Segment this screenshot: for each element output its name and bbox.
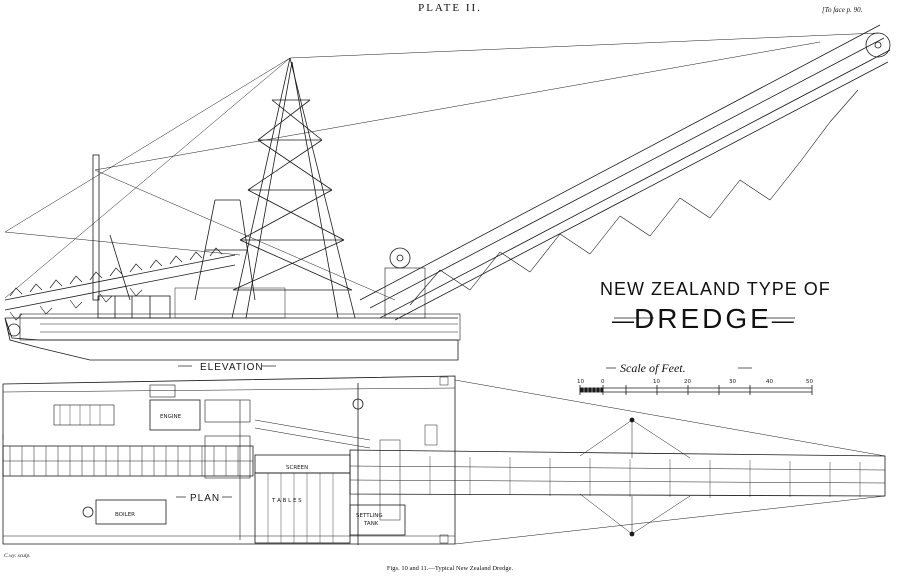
plan-tables-label: T A B L E S — [271, 498, 302, 504]
title-line-2: —DREDGE— — [612, 303, 794, 335]
plan-label: PLAN — [190, 493, 220, 504]
elevation-winch — [389, 247, 411, 269]
plan-boiler-label: BOILER — [115, 512, 135, 518]
plan-screen-label: SCREEN — [286, 465, 308, 471]
title-dash-left: — — [612, 308, 634, 333]
title-dredge: DREDGE — [634, 303, 772, 334]
scale-tick-10-left: 10 — [577, 379, 584, 385]
plan-rigging — [2, 379, 886, 545]
elevation-funnel — [92, 154, 100, 301]
elevation-label: ELEVATION — [200, 362, 264, 373]
scale-tick-50: 50 — [806, 379, 813, 385]
scale-tick-40: 40 — [766, 379, 773, 385]
elevation-label-group: ELEVATION — [178, 362, 276, 373]
title-line-1: NEW ZEALAND TYPE OF — [600, 279, 831, 299]
elevation-rigging — [4, 32, 879, 301]
elevation-bucket-ladder — [4, 247, 236, 321]
face-page-note: [To face p. 90. — [822, 6, 863, 14]
plate-label: PLATE II. — [418, 2, 482, 14]
elevation-stacker-boom — [359, 24, 891, 321]
scale-bar: 10 0 10 20 30 40 50 — [577, 379, 813, 395]
title-dash-right: — — [771, 308, 794, 333]
elevation-hull — [4, 317, 459, 361]
plan-view — [2, 375, 886, 545]
scale-tick-0: 0 — [601, 379, 605, 385]
plan-bucket-line — [2, 445, 254, 477]
scale-title: Scale of Feet. — [620, 361, 686, 375]
figure-caption: Figs. 10 and 11.—Typical New Zealand Dre… — [386, 565, 514, 572]
scale-tick-20: 20 — [684, 379, 691, 385]
plan-boiler — [95, 499, 167, 525]
plan-engine-block — [149, 399, 201, 431]
scale-tick-30: 30 — [729, 379, 736, 385]
plan-label-group: PLAN — [176, 493, 232, 504]
plan-settling-label: SETTLING — [356, 513, 383, 519]
plan-tables-box — [254, 472, 351, 544]
plan-hull — [2, 375, 456, 545]
engraver-signature: C.wy. sculp. — [4, 553, 31, 559]
plan-settling-tank — [349, 504, 406, 536]
plan-tank-label: TANK — [363, 521, 379, 527]
plan-stacker-elevator — [349, 449, 886, 498]
elevation-view — [4, 24, 891, 361]
elevation-gantry-tower — [231, 57, 356, 319]
scale-tick-10: 10 — [653, 379, 660, 385]
plan-engine-label: ENGINE — [160, 414, 182, 420]
elevation-engine-house — [97, 295, 171, 319]
